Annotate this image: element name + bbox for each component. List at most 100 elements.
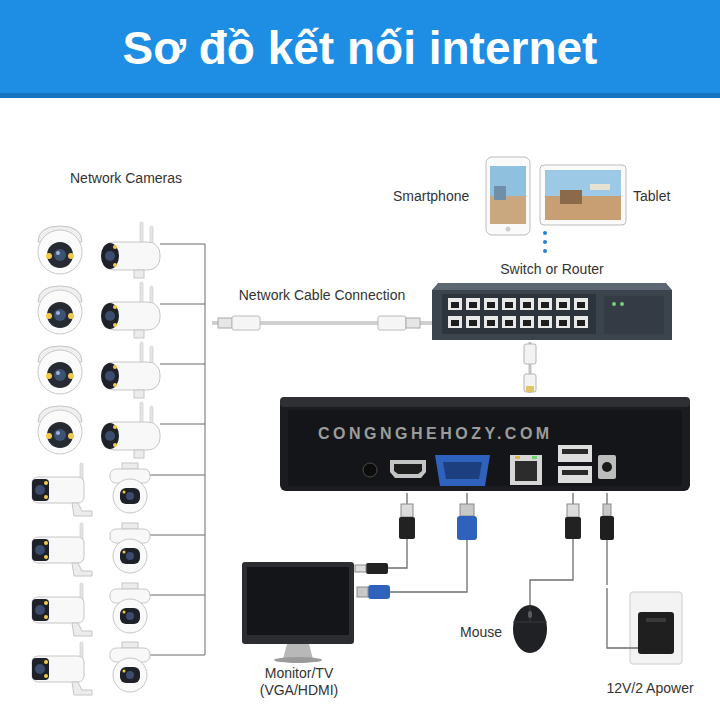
- dome-camera: [38, 406, 82, 454]
- mouse: Mouse: [455, 596, 555, 656]
- device-label: Switch or Router: [500, 261, 603, 278]
- cable-plug: [524, 344, 536, 364]
- cable-plug: [524, 344, 536, 392]
- power-adapter-picture: [630, 592, 682, 664]
- usb-plug: [355, 565, 366, 572]
- smartphone-picture: [490, 196, 526, 224]
- usb-plug: [399, 517, 415, 539]
- switch-port: [466, 316, 480, 328]
- cable-plug: [526, 386, 534, 392]
- switch-port: [484, 316, 498, 328]
- nvr-recorder-body: [288, 410, 682, 486]
- device-label: Smartphone: [393, 188, 469, 205]
- usb-plug: [565, 504, 581, 539]
- nvr-recorder-body: [558, 466, 592, 483]
- usb-plug: [366, 563, 388, 574]
- nvr-recorder: CONGNGHEHOZY.COM: [278, 393, 692, 493]
- title-band: [0, 0, 720, 98]
- usb-plug: [401, 504, 413, 517]
- dome-camera: [38, 286, 82, 334]
- tablet-picture: [540, 165, 626, 225]
- tablet-picture: [545, 196, 621, 220]
- title-band: [0, 0, 720, 97]
- dc-plug: [600, 516, 614, 540]
- wireless-dots: [543, 249, 547, 253]
- power-adapter-picture: [646, 618, 666, 622]
- ptz-camera: [110, 642, 150, 692]
- switch-port: [556, 298, 570, 310]
- mouse-picture: [529, 596, 530, 605]
- camera-group: Network Cameras: [25, 165, 212, 697]
- switch-port: [502, 316, 516, 328]
- nvr-recorder-body: [443, 462, 482, 479]
- camera-grid: [32, 222, 160, 695]
- wireless-dots: [543, 231, 547, 253]
- switch-port: [574, 298, 588, 310]
- dome-camera: [38, 226, 82, 274]
- nvr-recorder-body: [435, 455, 490, 486]
- network-switch: [612, 302, 616, 306]
- nvr-recorder-body: [280, 397, 690, 491]
- network-switch: [432, 283, 672, 290]
- smartphone-picture: [506, 227, 511, 232]
- device-label: 12V/2 Apower: [606, 680, 693, 697]
- bullet-camera: [32, 463, 92, 516]
- nvr-recorder-body: [532, 456, 537, 459]
- group-label: Network Cameras: [70, 170, 182, 187]
- smartphone-picture: [494, 186, 506, 200]
- smartphone-picture: [486, 157, 530, 235]
- ptz-camera: [110, 583, 150, 633]
- monitor-picture: [242, 562, 354, 663]
- monitor-picture: [247, 567, 349, 635]
- wireless-dots: [543, 231, 547, 235]
- switch-port: [448, 316, 462, 328]
- smartphone-picture: [486, 157, 530, 235]
- connector-label: Network Cable Connection: [236, 287, 409, 304]
- cable-plug: [218, 318, 232, 328]
- cable-plug: [232, 316, 260, 330]
- tablet-picture: [560, 190, 582, 204]
- switch-port: [520, 298, 534, 310]
- switch-port: [520, 316, 534, 328]
- usb-plug: [355, 563, 388, 574]
- nvr-recorder-body: [390, 460, 426, 478]
- tablet-picture: [545, 170, 621, 220]
- monitor-picture: [274, 657, 322, 663]
- bullet-camera: [32, 642, 92, 695]
- power-adapter: 12V/2 Apower: [598, 585, 702, 699]
- camera-wiring: [205, 244, 206, 655]
- title-band: [0, 93, 720, 98]
- nvr-recorder-body: [394, 464, 422, 474]
- switch-port: [538, 316, 552, 328]
- tablet: Tablet: [538, 158, 688, 232]
- smartphone: Smartphone: [388, 150, 535, 242]
- vga-plug: [368, 585, 390, 599]
- mouse-picture: [513, 605, 547, 653]
- network-switch: [620, 302, 624, 306]
- vga-plug: [457, 516, 477, 540]
- device-label: Mouse: [460, 624, 502, 641]
- wifi-bullet-camera: [101, 282, 160, 338]
- ptz-camera: [110, 523, 150, 573]
- nvr-recorder-body: [562, 449, 588, 454]
- network-switch: [442, 294, 596, 334]
- vga-plug: [457, 504, 477, 540]
- switch-port: [574, 316, 588, 328]
- vga-cable: [362, 493, 467, 592]
- nvr-recorder-body: [558, 445, 592, 462]
- cable-plug: [406, 318, 420, 328]
- dc-plug: [603, 504, 611, 516]
- ptz-camera: [110, 463, 150, 513]
- cable-plug: [524, 374, 536, 392]
- mouse-picture: [528, 611, 532, 618]
- monitor-picture: [283, 644, 313, 659]
- camera-wiring: [150, 475, 205, 655]
- watermark: CONGNGHEHOZY.COM: [318, 425, 553, 443]
- power-adapter-picture: [607, 588, 638, 648]
- power-adapter-picture: [638, 612, 674, 654]
- vga-plug: [357, 587, 368, 597]
